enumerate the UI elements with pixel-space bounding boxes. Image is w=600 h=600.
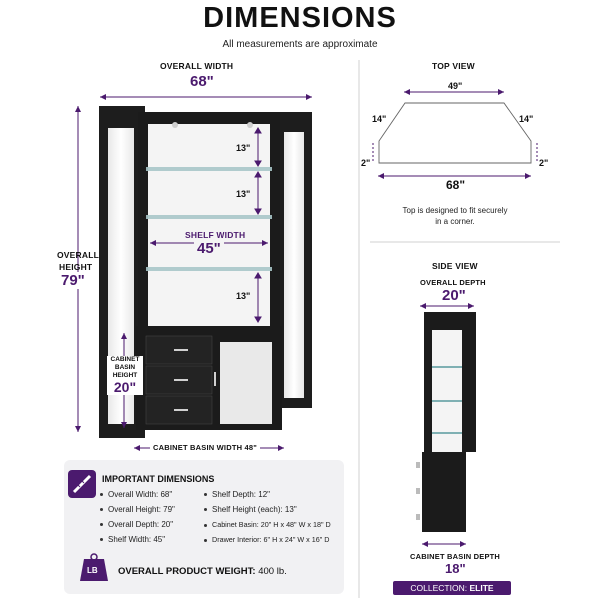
shelf-height-1: 13" <box>236 143 251 153</box>
cabinet-basin-depth-value: 18" <box>445 561 466 576</box>
overall-width-label: OVERALL WIDTH <box>160 61 234 71</box>
overall-height-label-1: OVERALL <box>57 250 100 260</box>
weight-label: OVERALL PRODUCT WEIGHT: <box>118 566 256 577</box>
side-view-unit <box>416 303 476 547</box>
shelf-width-label: SHELF WIDTH <box>183 230 248 240</box>
list-item: Shelf Width: 45" <box>100 535 175 550</box>
important-dimensions-title: IMPORTANT DIMENSIONS <box>102 474 215 484</box>
top-view-left-edge: 2" <box>361 158 371 168</box>
overall-depth-value: 20" <box>442 287 466 304</box>
shelf-height-2: 13" <box>236 189 251 199</box>
cabinet-basin-height-label-2: BASIN <box>114 364 136 371</box>
overall-height-value: 79" <box>61 272 85 289</box>
cabinet-basin-height-value: 20" <box>113 379 137 395</box>
weight-value: 400 lb. <box>258 566 287 577</box>
side-view-label: SIDE VIEW <box>432 261 478 271</box>
cabinet-basin-width-label: CABINET BASIN WIDTH 48" <box>150 443 260 452</box>
collection-badge: COLLECTION: ELITE <box>393 581 511 595</box>
list-item: Overall Depth: 20" <box>100 520 175 535</box>
top-view-shape <box>372 89 538 179</box>
top-view-note: Top is designed to fit securely in a cor… <box>402 206 508 226</box>
collection-label: COLLECTION: <box>410 583 468 593</box>
overall-height-arrow <box>75 106 81 432</box>
top-view-right-edge: 2" <box>539 158 549 168</box>
top-view-bottom-value: 68" <box>446 178 466 192</box>
weight-line: OVERALL PRODUCT WEIGHT: 400 lb. <box>118 566 287 577</box>
list-item: Shelf Depth: 12" <box>204 490 331 505</box>
cabinet-basin-height-label-1: CABINET <box>110 356 140 363</box>
list-item: Shelf Height (each): 13" <box>204 505 331 520</box>
overall-width-arrow <box>100 94 312 100</box>
list-item: Overall Height: 79" <box>100 505 175 520</box>
list-item: Overall Width: 68" <box>100 490 175 505</box>
weight-icon <box>80 553 108 581</box>
top-view-left-side: 14" <box>372 114 387 124</box>
weight-badge: LB <box>87 566 98 575</box>
ruler-icon <box>68 470 96 498</box>
list-item: Drawer Interior: 6" H x 24" W x 16" D <box>204 535 331 550</box>
cabinet-basin-depth-label: CABINET BASIN DEPTH <box>410 552 501 561</box>
shelf-height-3: 13" <box>236 291 251 301</box>
center-tower <box>138 112 280 334</box>
shelf-width-value: 45" <box>194 240 224 257</box>
cabinet-basin-height-box: CABINET BASIN HEIGHT 20" <box>107 356 143 395</box>
overall-height-label-2: HEIGHT <box>59 262 93 272</box>
shelf-height-arrows <box>254 127 262 323</box>
cabinet-basin <box>136 326 282 430</box>
top-view-right-side: 14" <box>519 114 534 124</box>
top-view-label: TOP VIEW <box>432 61 475 71</box>
overall-depth-label: OVERALL DEPTH <box>420 278 486 287</box>
overall-width-value: 68" <box>190 73 214 90</box>
cabinet-basin-height-label-3: HEIGHT <box>112 372 138 379</box>
important-right-list: Shelf Depth: 12" Shelf Height (each): 13… <box>204 490 331 550</box>
top-view-top-value: 49" <box>448 81 463 91</box>
page-title: DIMENSIONS <box>203 2 397 34</box>
page-subtitle: All measurements are approximate <box>222 39 378 50</box>
important-left-list: Overall Width: 68" Overall Height: 79" O… <box>100 490 175 550</box>
list-item: Cabinet Basin: 20" H x 48" W x 18" D <box>204 520 331 535</box>
collection-name: ELITE <box>469 583 494 593</box>
important-dimensions-panel <box>64 460 344 594</box>
